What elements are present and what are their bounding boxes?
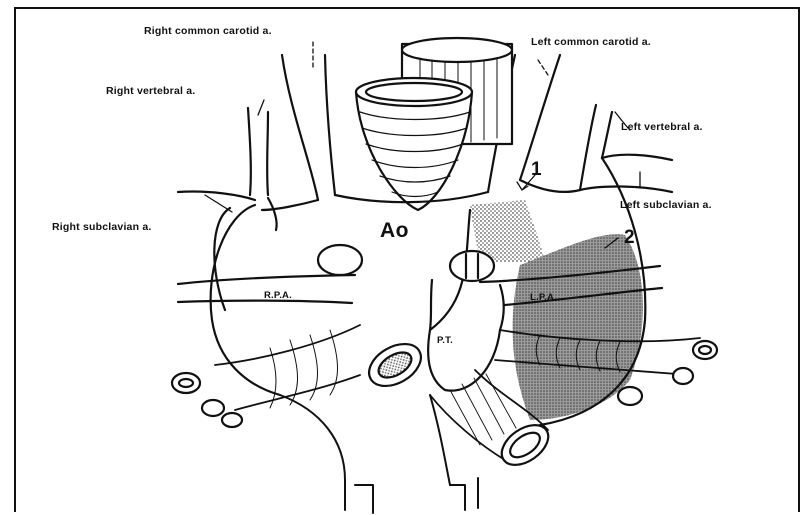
- marker-2: 2: [624, 227, 635, 249]
- label-aorta: Ao: [380, 219, 409, 243]
- lower-vessels: [280, 395, 478, 513]
- label-left-common-carotid: Left common carotid a.: [531, 36, 651, 48]
- esophagus: [356, 78, 472, 210]
- label-left-subclavian: Left subclavian a.: [620, 199, 712, 211]
- label-rpa: R.P.A.: [264, 290, 292, 301]
- severed-vessel: [362, 335, 428, 394]
- right-bronchus: [172, 325, 360, 427]
- right-vertebral-artery: [248, 108, 268, 195]
- right-common-carotid-artery: [282, 55, 335, 200]
- label-right-vertebral: Right vertebral a.: [106, 85, 195, 97]
- label-pulmonary-trunk: P.T.: [437, 335, 453, 346]
- label-lpa: L.P.A.: [530, 292, 557, 303]
- marker-1: 1: [531, 159, 542, 181]
- label-right-subclavian: Right subclavian a.: [52, 221, 152, 233]
- label-left-vertebral: Left vertebral a.: [621, 121, 703, 133]
- label-right-common-carotid: Right common carotid a.: [144, 25, 272, 37]
- left-vertebral-artery: [580, 105, 612, 190]
- left-subclavian-artery: [580, 155, 672, 192]
